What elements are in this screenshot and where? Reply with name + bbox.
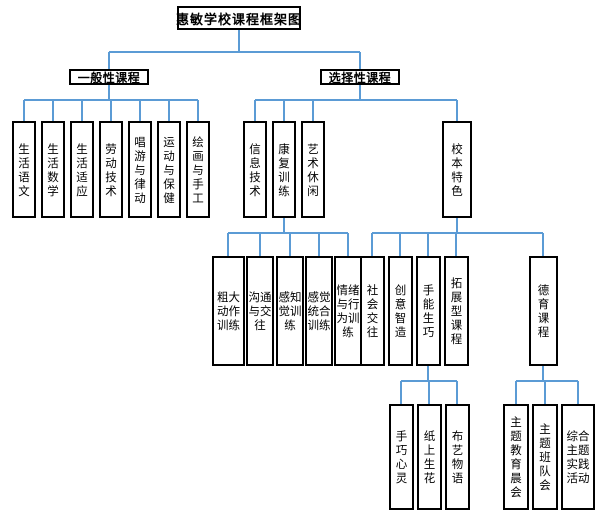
general-item-label: 生活适应 (76, 141, 88, 198)
general-item: 生活语文 (12, 121, 36, 218)
school-feature-box: 校本特色 (442, 121, 472, 218)
hands-item-label: 手巧心灵 (395, 429, 408, 485)
school-feature-label: 校本特色 (451, 141, 463, 198)
hands-item: 纸上生花 (417, 404, 442, 510)
moral-education-box: 德育课程 (529, 256, 558, 366)
rehab-item: 沟通与交往 (246, 256, 274, 366)
general-courses-label: 一般性课程 (77, 70, 141, 85)
moral-item: 综合主题实践活动 (561, 404, 595, 510)
general-item-label: 生活数学 (47, 141, 59, 198)
moral-item-label: 主题教育晨会 (510, 415, 522, 499)
root-title-box: 惠敏学校课程框架图 (176, 6, 303, 30)
general-item-label: 绘画与手工 (192, 134, 204, 205)
rehab-training-box: 康复训练 (272, 121, 296, 218)
rehab-item-label: 感知觉训练 (278, 290, 302, 332)
moral-item: 主题教育晨会 (503, 404, 529, 510)
elective-courses-box: 选择性课程 (320, 69, 400, 85)
general-item: 生活数学 (41, 121, 65, 218)
general-item: 劳动技术 (99, 121, 123, 218)
general-item: 生活适应 (70, 121, 94, 218)
general-courses-box: 一般性课程 (69, 69, 149, 85)
hands-item: 手巧心灵 (389, 404, 414, 510)
hands-item-label: 纸上生花 (423, 429, 436, 485)
hands-item: 布艺物语 (445, 404, 470, 510)
arts-leisure-label: 艺术休闲 (307, 141, 319, 198)
rehab-item: 感知觉训练 (276, 256, 304, 366)
diagram-title: 惠敏学校课程框架图 (176, 12, 303, 28)
general-item: 唱游与律动 (128, 121, 152, 218)
moral-item-label: 综合主题实践活动 (566, 429, 590, 485)
info-tech-label: 信息技术 (249, 141, 261, 198)
rehab-item-label: 感觉统合训练 (307, 290, 331, 332)
moral-item: 主题班队会 (532, 404, 558, 510)
hands-skill-box: 手能生巧 (416, 256, 441, 366)
creative-making-box: 创意智造 (388, 256, 413, 366)
extended-course-box: 拓展型课程 (444, 256, 469, 366)
hands-item-label: 布艺物语 (451, 429, 464, 485)
info-tech-box: 信息技术 (243, 121, 267, 218)
rehab-training-label: 康复训练 (278, 141, 290, 198)
arts-leisure-box: 艺术休闲 (301, 121, 325, 218)
rehab-item: 感觉统合训练 (305, 256, 333, 366)
general-item-label: 唱游与律动 (134, 134, 146, 205)
general-item: 绘画与手工 (186, 121, 210, 218)
creative-making-label: 创意智造 (394, 283, 407, 339)
hands-skill-label: 手能生巧 (422, 283, 435, 339)
general-item-label: 劳动技术 (105, 141, 117, 198)
rehab-item-label: 沟通与交往 (248, 290, 272, 332)
social-interaction-label: 社会交往 (366, 283, 379, 339)
social-interaction-box: 社会交往 (360, 256, 385, 366)
extended-course-label: 拓展型课程 (450, 276, 463, 346)
general-item-label: 运动与保健 (163, 134, 175, 205)
general-item: 运动与保健 (157, 121, 181, 218)
general-item-label: 生活语文 (18, 141, 30, 198)
rehab-item: 粗大动作训练 (212, 256, 245, 366)
moral-item-label: 主题班队会 (539, 422, 551, 492)
elective-courses-label: 选择性课程 (328, 70, 392, 85)
rehab-item: 情绪与行为训练 (334, 256, 362, 366)
moral-education-label: 德育课程 (537, 283, 550, 339)
rehab-item-label: 粗大动作训练 (217, 290, 240, 332)
rehab-item-label: 情绪与行为训练 (336, 283, 360, 339)
